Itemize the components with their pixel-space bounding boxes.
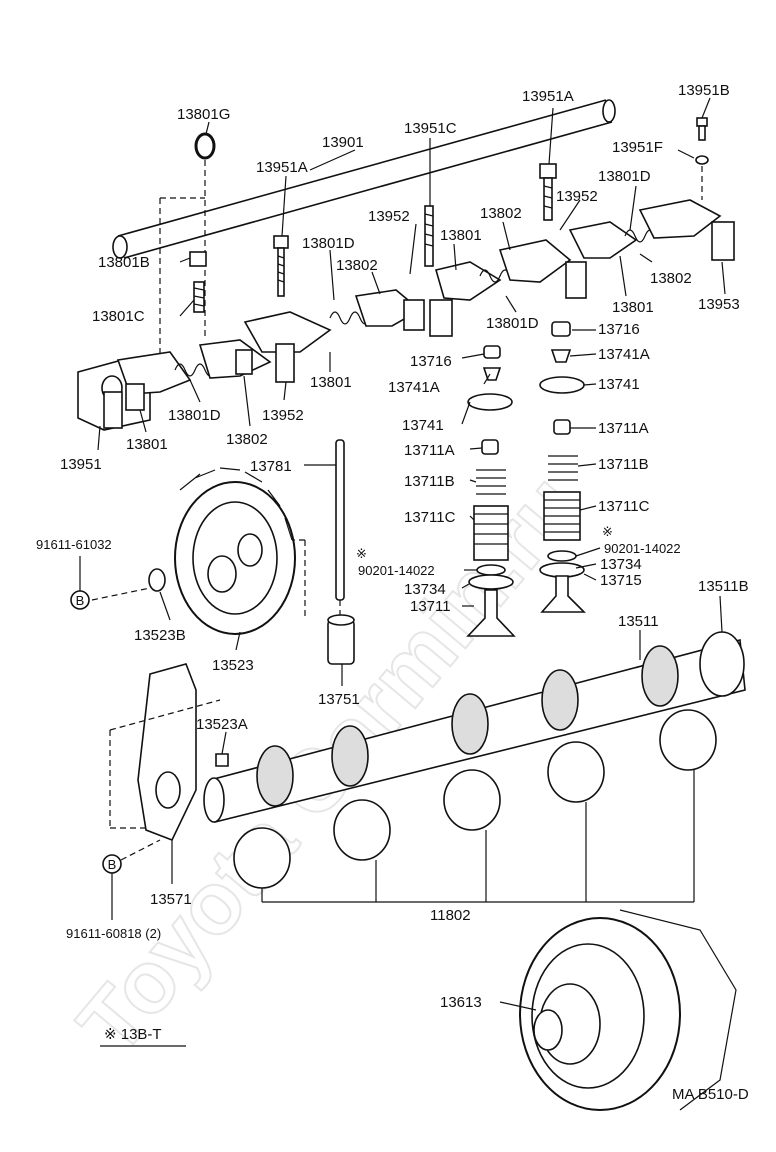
label-13802-low: 13802 (226, 431, 268, 448)
label-13711b-right: 13711B (598, 456, 649, 473)
label-13751: 13751 (318, 691, 360, 708)
label-13802-right: 13802 (650, 270, 692, 287)
label-13802-left: 13802 (336, 257, 378, 274)
rocker-assembly (77, 199, 735, 431)
sprocket-13613 (519, 909, 737, 1111)
label-13951: 13951 (60, 456, 102, 473)
svg-text:B: B (108, 857, 117, 872)
nut-13801b (189, 251, 207, 267)
label-13523b: 13523B (134, 627, 186, 644)
bolt-note-left: ※ (356, 546, 367, 561)
circle-b-bottom: B (102, 839, 161, 920)
svg-text:B: B (76, 593, 85, 608)
label-13741-left: 13741 (402, 417, 444, 434)
label-13801c: 13801C (92, 308, 145, 325)
label-13781: 13781 (250, 458, 292, 475)
label-13801b: 13801B (98, 254, 150, 271)
stud-13951c (424, 205, 434, 267)
label-13951a-left: 13951A (256, 159, 308, 176)
timing-gear-13523 (174, 467, 296, 635)
label-13711a-left: 13711A (404, 442, 455, 459)
bolt-note-right: ※ (602, 524, 613, 539)
bolt-13951a-left (273, 235, 289, 297)
leader-lines (97, 97, 726, 1011)
bolt-13951a-right (539, 163, 557, 221)
label-13613: 13613 (440, 994, 482, 1011)
label-91611-61032: 91611-61032 (36, 537, 112, 552)
camshaft-13511 (203, 631, 746, 823)
label-13951c: 13951C (404, 120, 457, 137)
oil-seal-13801g (159, 132, 216, 360)
tappet-13751 (327, 614, 355, 665)
label-13511b: 13511B (698, 578, 749, 595)
bearings-11802 (233, 709, 717, 903)
washer-13523b (91, 568, 166, 601)
label-13801g: 13801G (177, 106, 230, 123)
valve-train-right (539, 321, 586, 613)
label-13571: 13571 (150, 891, 192, 908)
label-13801-right: 13801 (612, 299, 654, 316)
label-13711: 13711 (410, 598, 451, 615)
label-13801-mid: 13801 (440, 227, 482, 244)
label-13802-mid: 13802 (480, 205, 522, 222)
valve-train-left (466, 345, 516, 637)
label-13741a-left: 13741A (388, 379, 440, 396)
label-13801d-right: 13801D (598, 168, 651, 185)
label-13801-low: 13801 (310, 374, 352, 391)
circle-b-top: B (70, 556, 90, 610)
diagram-code: MA B510-D (672, 1086, 749, 1103)
thrust-plate-13571 (109, 663, 229, 842)
label-13951f: 13951F (612, 139, 663, 156)
label-13511: 13511 (618, 613, 659, 630)
label-13523a: 13523A (196, 716, 248, 733)
label-13953: 13953 (698, 296, 740, 313)
part-labels: 13951B 13951A 13801G 13901 13951C 13951F… (36, 82, 749, 1103)
label-13801d-lower: 13801D (486, 315, 539, 332)
label-90201-left: 90201-14022 (358, 563, 435, 578)
label-13711b-left: 13711B (404, 473, 455, 490)
label-13741-right: 13741 (598, 376, 640, 393)
label-13801-left: 13801 (126, 436, 168, 453)
rocker-shaft (112, 99, 616, 259)
label-13734-left: 13734 (404, 581, 446, 598)
bolt-13951b (695, 117, 709, 200)
label-11802: 11802 (430, 907, 471, 924)
label-13716-right: 13716 (598, 321, 640, 338)
label-13901: 13901 (322, 134, 364, 151)
label-13716-left: 13716 (410, 353, 452, 370)
label-13711c-right: 13711C (598, 498, 650, 515)
label-90201-right: 90201-14022 (604, 541, 681, 556)
label-13952-low: 13952 (262, 407, 304, 424)
label-13523: 13523 (212, 657, 254, 674)
label-91611-60818: 91611-60818 (2) (66, 926, 161, 941)
label-13951b: 13951B (678, 82, 730, 99)
label-13801d-left: 13801D (168, 407, 221, 424)
pushrod-13781 (335, 439, 345, 620)
label-13952-right: 13952 (556, 188, 598, 205)
label-13711a-right: 13711A (598, 420, 649, 437)
label-13734-right: 13734 (600, 556, 642, 573)
screw-13801c (193, 281, 205, 313)
label-13715: 13715 (600, 572, 642, 589)
footnote: ※ 13B-T (104, 1026, 162, 1043)
label-13952-mid: 13952 (368, 208, 410, 225)
label-13741a-right: 13741A (598, 346, 650, 363)
label-13801d-mid: 13801D (302, 235, 355, 252)
label-13951a-top: 13951A (522, 88, 574, 105)
label-13711c-left: 13711C (404, 509, 456, 526)
